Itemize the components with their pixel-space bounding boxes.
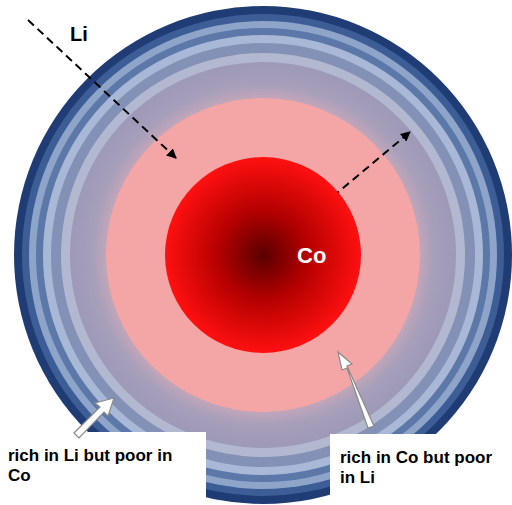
band [22, 14, 504, 496]
band [36, 28, 490, 482]
white-label-grounds [0, 432, 512, 505]
band [51, 43, 475, 467]
outer-band [14, 6, 512, 504]
cobalt-core: Co [165, 157, 361, 353]
pointer-arrows [74, 352, 374, 438]
element-label: Li [70, 22, 110, 46]
arrow-start [262, 254, 263, 255]
label-ground [330, 434, 512, 505]
mixed-band [70, 62, 456, 448]
band [61, 53, 465, 457]
shell-bands [14, 6, 512, 504]
band [29, 21, 497, 489]
pointer-arrow [74, 398, 114, 438]
node-text: Co [297, 243, 326, 269]
core-shape [165, 157, 361, 353]
region-label: rich in Co but poor in Li [340, 448, 508, 489]
pointer-arrow [338, 352, 374, 428]
core-circle [165, 157, 361, 353]
label-ground [0, 432, 206, 505]
band [43, 35, 483, 475]
region-label: rich in Li but poor in Co [8, 446, 198, 487]
diffusion-arrow [28, 20, 176, 158]
pink-band [106, 98, 420, 412]
